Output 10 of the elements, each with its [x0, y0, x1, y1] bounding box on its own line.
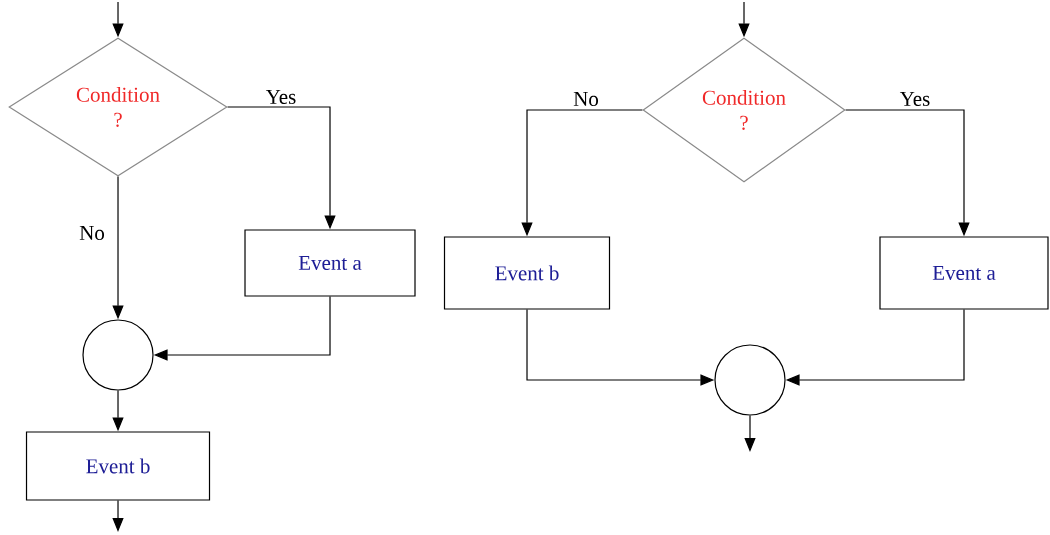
edge-label: No — [79, 226, 105, 240]
process-box: Event a — [879, 236, 1049, 310]
edge-label: No — [573, 92, 599, 106]
edge-label: Yes — [899, 92, 930, 106]
process-box: Event b — [25, 431, 211, 501]
process-box: Event b — [443, 236, 611, 310]
process-box: Event a — [244, 229, 416, 297]
edge-label: Yes — [265, 90, 296, 104]
connector-circle — [714, 344, 786, 416]
connector-circle — [82, 319, 154, 391]
